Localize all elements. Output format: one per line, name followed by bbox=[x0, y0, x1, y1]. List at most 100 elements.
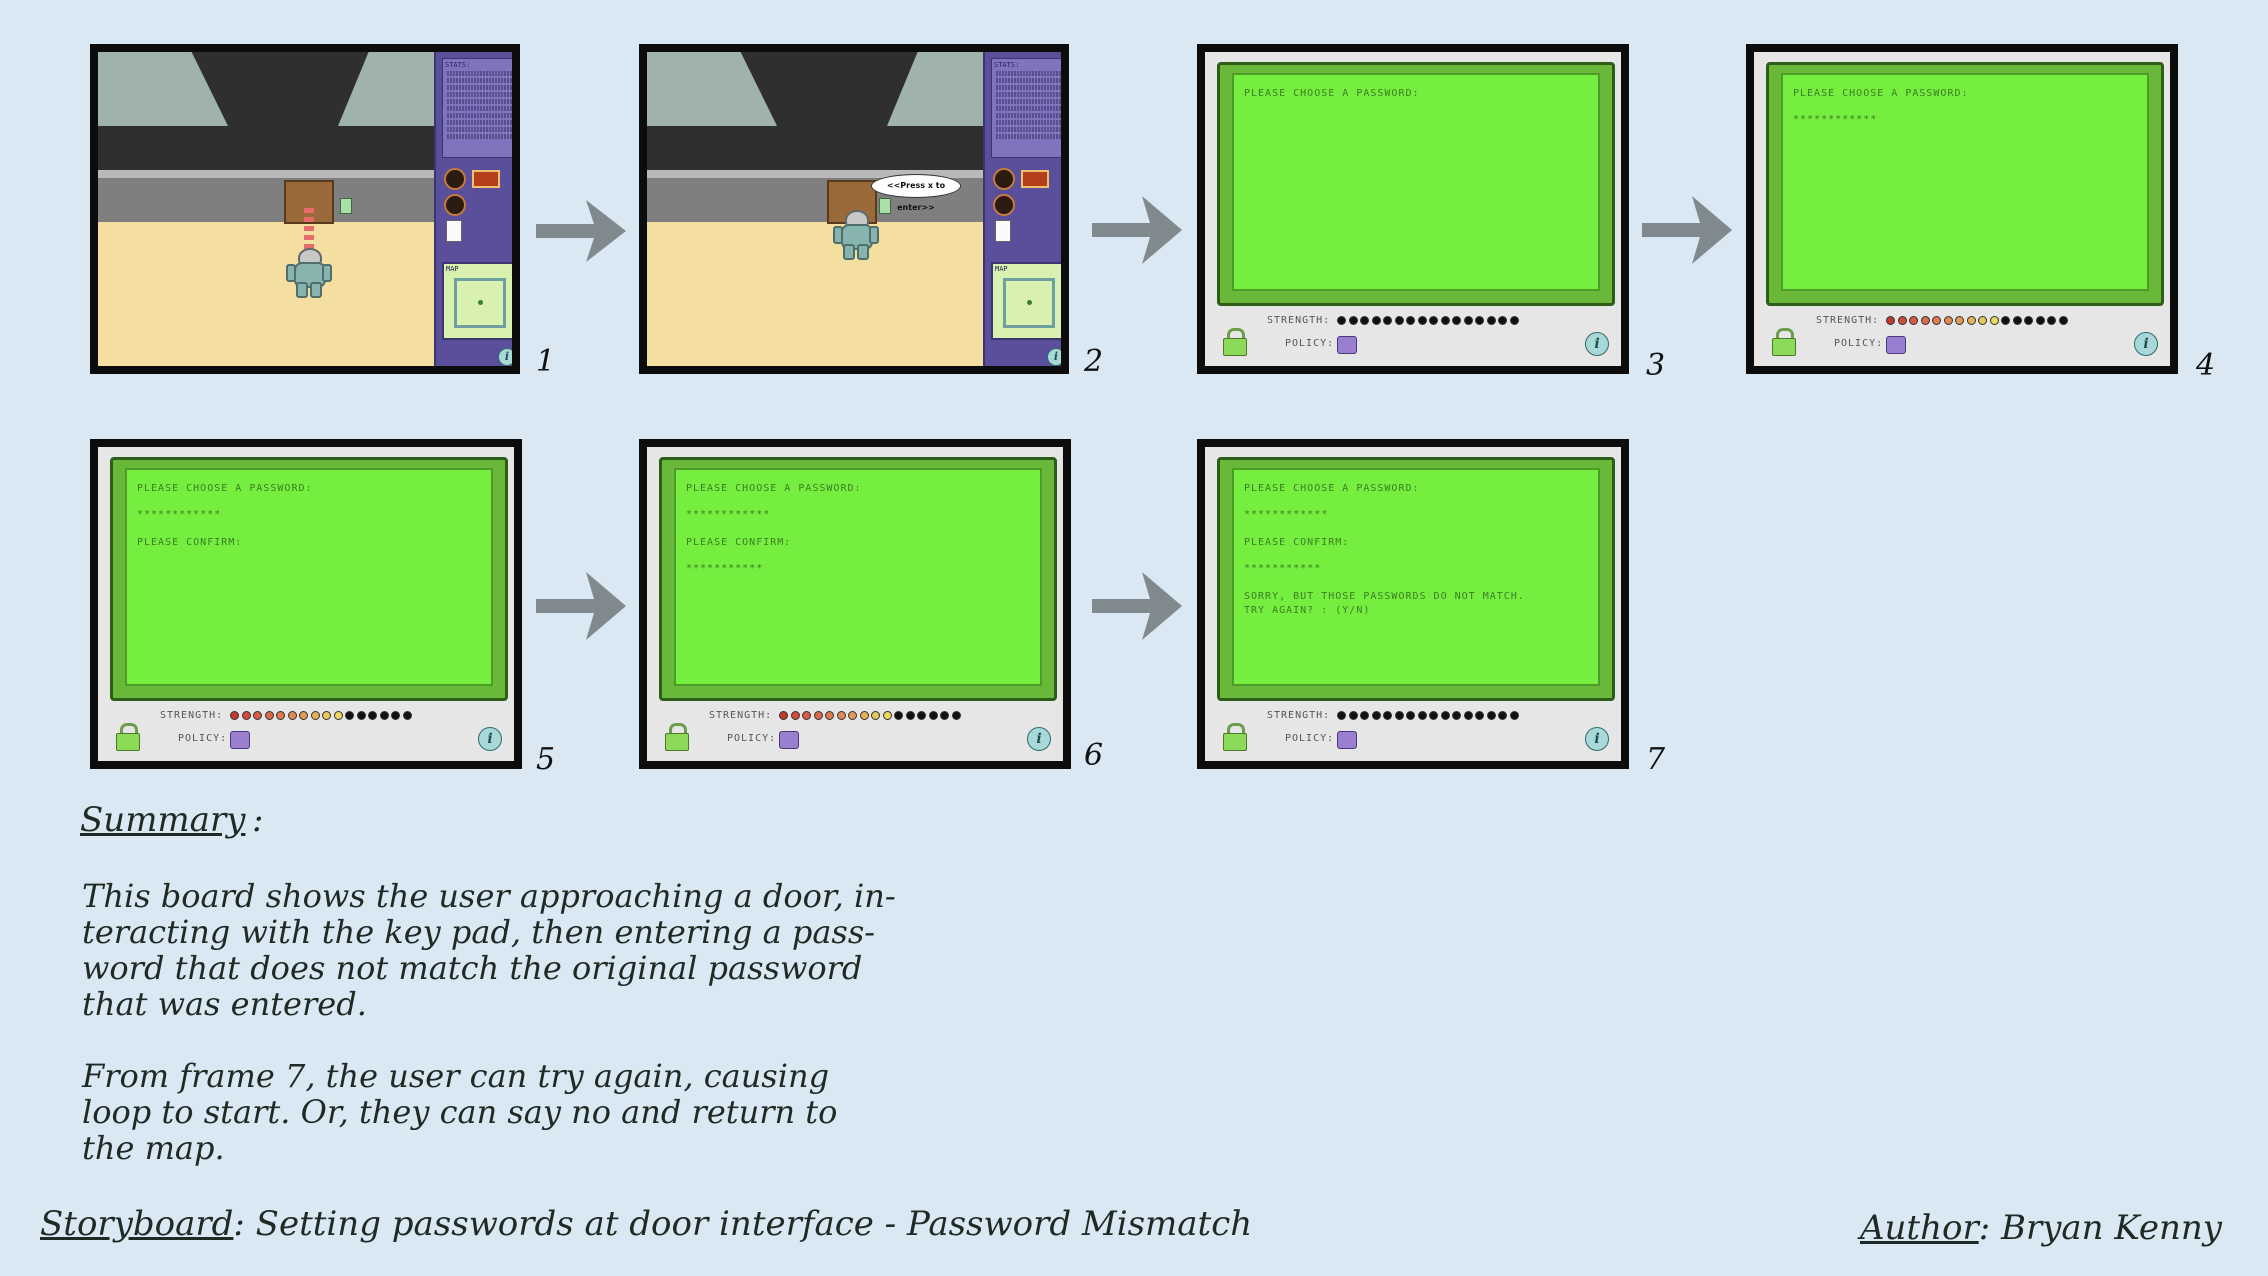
strength-dot bbox=[1429, 711, 1438, 720]
policy-label: POLICY: bbox=[178, 733, 228, 744]
strength-meter bbox=[1337, 711, 1519, 720]
speech-bubble: <<Press x to enter>> bbox=[871, 174, 961, 212]
password-mask: ************ bbox=[1244, 509, 1329, 520]
strength-dot bbox=[2001, 316, 2010, 325]
policy-button[interactable] bbox=[1337, 336, 1357, 354]
corridor bbox=[98, 170, 440, 222]
author-credit: Author: Bryan Kenny bbox=[1860, 1208, 2222, 1248]
strength-dot bbox=[1989, 316, 1999, 325]
frame-4: PLEASE CHOOSE A PASSWORD: ************ S… bbox=[1746, 44, 2178, 374]
laser-beam bbox=[304, 208, 314, 256]
password-mask: ************ bbox=[686, 509, 771, 520]
terminal-screen: PLEASE CHOOSE A PASSWORD: ************ P… bbox=[674, 468, 1042, 686]
terminal-screen: PLEASE CHOOSE A PASSWORD: ************ P… bbox=[1232, 468, 1600, 686]
policy-label: POLICY: bbox=[1834, 338, 1884, 349]
strength-dot bbox=[1897, 316, 1907, 325]
summary-heading: Summary bbox=[80, 800, 246, 840]
fire-icon[interactable] bbox=[1021, 170, 1049, 188]
strength-dot bbox=[1909, 316, 1918, 325]
strength-dot bbox=[287, 711, 297, 720]
strength-dot bbox=[859, 711, 869, 720]
bomb-icon[interactable] bbox=[444, 168, 466, 190]
player-robot bbox=[286, 248, 332, 298]
strength-dot bbox=[276, 711, 285, 720]
storyboard-title: Storyboard: Setting passwords at door in… bbox=[40, 1204, 1252, 1244]
strength-dot bbox=[1509, 316, 1519, 325]
strength-dot bbox=[1932, 316, 1941, 325]
info-icon[interactable]: i bbox=[1027, 727, 1051, 751]
strength-dot bbox=[813, 711, 823, 720]
bomb-icon[interactable] bbox=[444, 194, 466, 216]
strength-dot bbox=[1978, 316, 1987, 325]
info-icon[interactable]: i bbox=[1047, 348, 1061, 366]
player-robot bbox=[833, 210, 879, 260]
strength-dot bbox=[1463, 316, 1473, 325]
strength-dot bbox=[848, 711, 857, 720]
terminal-screen: PLEASE CHOOSE A PASSWORD: ************ bbox=[1781, 73, 2149, 291]
strength-dot bbox=[253, 711, 262, 720]
corridor-stripe bbox=[647, 170, 989, 178]
bomb-icon[interactable] bbox=[993, 194, 1015, 216]
frame-number: 1 bbox=[536, 344, 556, 379]
strength-dot bbox=[241, 711, 251, 720]
policy-label: POLICY: bbox=[1285, 733, 1335, 744]
password-prompt: PLEASE CHOOSE A PASSWORD: bbox=[137, 483, 313, 494]
strength-dot bbox=[230, 711, 239, 720]
strength-dot bbox=[322, 711, 331, 720]
arrow-right-icon bbox=[1642, 196, 1732, 264]
confirm-mask: *********** bbox=[1244, 563, 1322, 574]
author-label: Author bbox=[1859, 1208, 1979, 1248]
terminal-bezel: PLEASE CHOOSE A PASSWORD: ************ P… bbox=[110, 457, 508, 701]
terminal-bezel: PLEASE CHOOSE A PASSWORD: bbox=[1217, 62, 1615, 306]
info-icon[interactable]: i bbox=[478, 727, 502, 751]
strength-dot bbox=[1406, 316, 1415, 325]
strength-dot bbox=[368, 711, 377, 720]
arrow-right-icon bbox=[1092, 572, 1182, 640]
strength-dot bbox=[1371, 711, 1381, 720]
strength-dot bbox=[1360, 711, 1369, 720]
strength-dot bbox=[1920, 316, 1930, 325]
strength-dot bbox=[402, 711, 412, 720]
terminal-screen: PLEASE CHOOSE A PASSWORD: bbox=[1232, 73, 1600, 291]
info-icon[interactable]: i bbox=[498, 348, 512, 366]
policy-button[interactable] bbox=[230, 731, 250, 749]
mismatch-message: SORRY, BUT THOSE PASSWORDS DO NOT MATCH. bbox=[1244, 591, 1525, 602]
info-icon[interactable]: i bbox=[1585, 727, 1609, 751]
strength-dot bbox=[882, 711, 892, 720]
strength-dot bbox=[2012, 316, 2022, 325]
floor bbox=[98, 222, 440, 366]
strength-dot bbox=[299, 711, 308, 720]
policy-button[interactable] bbox=[1886, 336, 1906, 354]
strength-dot bbox=[1486, 711, 1496, 720]
strength-dot bbox=[825, 711, 834, 720]
policy-button[interactable] bbox=[779, 731, 799, 749]
arrow-right-icon bbox=[1092, 196, 1182, 264]
strength-meter bbox=[779, 711, 961, 720]
frame-number: 4 bbox=[2196, 348, 2216, 383]
strength-dot bbox=[2058, 316, 2068, 325]
strength-dot bbox=[1394, 711, 1404, 720]
bomb-icon[interactable] bbox=[993, 168, 1015, 190]
frame-5: PLEASE CHOOSE A PASSWORD: ************ P… bbox=[90, 439, 522, 769]
note-icon[interactable] bbox=[995, 220, 1011, 242]
strength-dot bbox=[2047, 316, 2056, 325]
policy-button[interactable] bbox=[1337, 731, 1357, 749]
info-icon[interactable]: i bbox=[2134, 332, 2158, 356]
keypad[interactable] bbox=[879, 198, 891, 214]
strength-dot bbox=[333, 711, 343, 720]
info-icon[interactable]: i bbox=[1585, 332, 1609, 356]
strength-dot bbox=[264, 711, 274, 720]
frame-2: <<Press x to enter>> STATS: MAP i bbox=[639, 44, 1069, 374]
frame-number: 5 bbox=[536, 742, 556, 777]
storyboard-label: Storyboard bbox=[40, 1204, 234, 1244]
frame-6: PLEASE CHOOSE A PASSWORD: ************ P… bbox=[639, 439, 1071, 769]
strength-dot bbox=[1955, 316, 1964, 325]
keypad[interactable] bbox=[340, 198, 352, 214]
password-prompt: PLEASE CHOOSE A PASSWORD: bbox=[1244, 88, 1420, 99]
strength-dot bbox=[1417, 711, 1427, 720]
strength-dot bbox=[894, 711, 903, 720]
map-room bbox=[1003, 278, 1055, 328]
strength-dot bbox=[379, 711, 389, 720]
note-icon[interactable] bbox=[446, 220, 462, 242]
fire-icon[interactable] bbox=[472, 170, 500, 188]
